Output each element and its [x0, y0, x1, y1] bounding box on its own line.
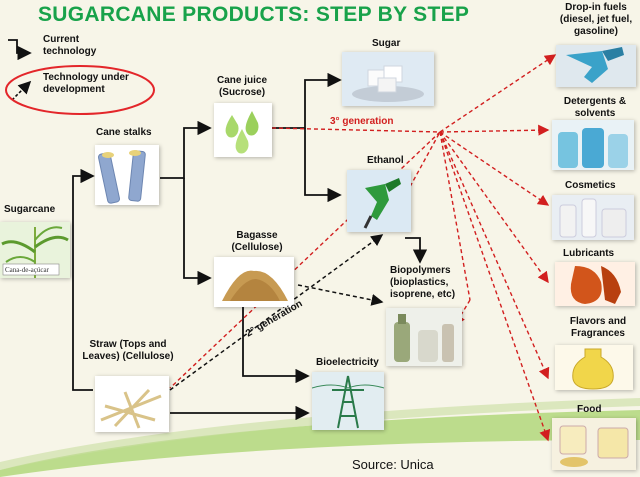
flavors-image — [555, 345, 633, 390]
arrow-2nd-generation — [169, 234, 384, 391]
arrow-juice-ethanol — [304, 128, 342, 203]
label-sugarcane: Sugarcane — [4, 204, 56, 215]
cosmetics-image — [552, 195, 634, 240]
arrow-sugarcane-straw — [72, 225, 93, 391]
label-cane-juice: Cane juice (Sucrose) — [216, 75, 268, 98]
bioelectricity-image — [312, 372, 384, 430]
cane-stalks-image — [95, 145, 159, 205]
label-flavors: Flavors and Fragrances — [569, 316, 627, 339]
legend-current-arrow — [8, 39, 32, 61]
label-biopolymers: Biopolymers (bioplastics, isoprene, etc) — [390, 265, 456, 300]
label-3rd-generation: 3° generation — [330, 116, 394, 127]
sugar-image — [342, 52, 434, 106]
arrow-to-dropin — [439, 54, 557, 133]
arrow-stalks-bagasse — [183, 178, 212, 286]
sugarcane-sign-text: Cana-de-açúcar — [5, 266, 49, 274]
arrow-to-lubricants — [439, 131, 549, 284]
arrow-sugarcane-stalks — [72, 168, 95, 225]
arrow-to-food — [439, 131, 551, 442]
arrow-ethanol-biopolymers — [405, 237, 428, 264]
arrow-3rd-generation — [271, 127, 441, 133]
label-food: Food — [577, 404, 602, 415]
label-bagasse: Bagasse (Cellulose) — [231, 230, 283, 253]
sugarcane-image: Cana-de-açúcar — [0, 222, 70, 278]
label-dropin-fuels: Drop-in fuels (diesel, jet fuel, gasolin… — [559, 2, 633, 37]
dropin-fuels-image — [556, 45, 636, 87]
legend-current-label: Current technology — [43, 34, 97, 57]
source-credit: Source: Unica — [352, 457, 434, 472]
label-bioelectricity: Bioelectricity — [316, 357, 379, 368]
diagram-title: SUGARCANE PRODUCTS: STEP BY STEP — [38, 3, 470, 26]
arrow-to-detergents — [439, 124, 550, 136]
lubricants-image — [555, 262, 635, 306]
label-cosmetics: Cosmetics — [565, 180, 616, 191]
food-image — [552, 418, 636, 470]
arrow-hub-straw — [169, 131, 441, 389]
label-detergents: Detergents & solvents — [563, 96, 627, 119]
arrow-bagasse-biopolymers-dev — [297, 284, 384, 306]
legend-dev-circle — [5, 65, 155, 115]
arrow-hub-biopolymers — [439, 131, 471, 301]
label-sugar: Sugar — [372, 38, 401, 49]
label-lubricants: Lubricants — [563, 248, 615, 259]
label-cane-stalks: Cane stalks — [96, 127, 152, 138]
bagasse-image — [214, 257, 294, 307]
label-straw: Straw (Tops and Leaves) (Cellulose) — [82, 339, 174, 362]
legend-dev-arrow — [11, 80, 32, 101]
arrow-bagasse-bioelectricity — [242, 307, 310, 384]
arrow-to-flavors — [439, 131, 550, 380]
arrow-to-cosmetics — [439, 131, 550, 206]
arrow-stalks-juice — [160, 120, 212, 179]
ethanol-image — [347, 170, 411, 232]
biopolymers-image — [386, 308, 462, 366]
label-ethanol: Ethanol — [367, 155, 404, 166]
straw-image — [95, 376, 169, 432]
detergents-image — [552, 120, 634, 170]
cane-juice-image — [214, 103, 272, 157]
legend-development-label: Technology under development — [43, 72, 129, 95]
